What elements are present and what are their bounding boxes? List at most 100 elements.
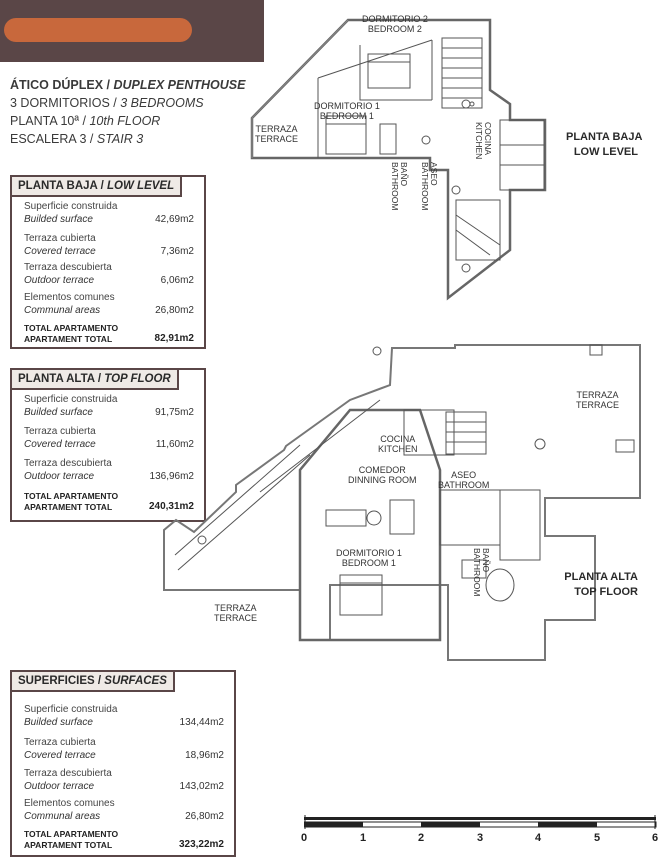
label-en: BEDROOM 1	[319, 111, 374, 121]
label-en: KITCHEN	[378, 444, 418, 454]
row-label-es: Elementos comunes	[24, 798, 115, 809]
row-value: 26,80m2	[185, 811, 224, 822]
unit-floor: PLANTA 10ª / 10th FLOOR	[10, 112, 245, 130]
low-level-table-header: PLANTA BAJA / LOW LEVEL	[10, 175, 183, 197]
total-value: 323,22m2	[178, 839, 224, 850]
redacted-logo	[4, 18, 192, 42]
total-label-en: APARTAMENT TOTAL	[24, 334, 113, 344]
label-es: BAÑO	[399, 162, 409, 187]
row-label-es: Terraza cubierta	[24, 233, 96, 244]
level-es: PLANTA BAJA	[566, 131, 643, 143]
total-label-es: TOTAL APARTAMENTO	[24, 491, 119, 501]
label-es: COMEDOR	[358, 465, 406, 475]
row-label-en: Communal areas	[24, 305, 101, 316]
row-value: 6,06m2	[160, 275, 194, 286]
label-es: ASEO	[451, 470, 477, 480]
level-en: LOW LEVEL	[573, 146, 638, 158]
label-es: DORMITORIO 2	[362, 14, 428, 24]
label-es: COCINA	[380, 434, 416, 444]
row-label-en: Outdoor terrace	[24, 275, 95, 286]
row-value: 42,69m2	[155, 214, 194, 225]
total-value: 240,31m2	[148, 501, 194, 512]
row-label-en: Builded surface	[24, 717, 93, 728]
row-value: 7,36m2	[160, 246, 194, 257]
label-en: TERRACE	[576, 400, 620, 410]
label-en: BATHROOM	[420, 162, 430, 211]
label-es: DORMITORIO 1	[336, 548, 402, 558]
row-label-en: Outdoor terrace	[24, 471, 95, 482]
row-value: 91,75m2	[155, 407, 194, 418]
row-label-en: Communal areas	[24, 811, 101, 822]
row-label-es: Terraza descubierta	[24, 768, 112, 779]
row-label-es: Terraza descubierta	[24, 262, 112, 273]
row-label-en: Covered terrace	[24, 750, 96, 761]
label-en: BEDROOM 2	[367, 24, 422, 34]
label-en: DINNING ROOM	[348, 475, 417, 485]
unit-type-en: DUPLEX PENTHOUSE	[113, 78, 246, 92]
low-level-plan	[250, 18, 547, 301]
scale-tick-6: 6	[651, 832, 659, 844]
low-title-es: PLANTA BAJA /	[18, 180, 104, 192]
top-title-es: PLANTA ALTA /	[18, 373, 102, 385]
row-label-es: Superficie construida	[24, 394, 118, 405]
scale-tick-0: 0	[300, 832, 308, 844]
floor-en: 10th FLOOR	[89, 114, 161, 128]
stair-es: ESCALERA 3 /	[10, 132, 94, 146]
row-value: 18,96m2	[185, 750, 224, 761]
row-label-en: Outdoor terrace	[24, 781, 95, 792]
unit-type-es: ÁTICO DÚPLEX /	[10, 78, 111, 92]
top-floor-plan	[163, 344, 641, 661]
label-es: ASEO	[429, 162, 439, 186]
total-label-en: APARTAMENT TOTAL	[24, 502, 113, 512]
total-value: 82,91m2	[154, 333, 194, 344]
row-label-es: Terraza cubierta	[24, 737, 96, 748]
level-es: PLANTA ALTA	[564, 571, 638, 583]
floor-es: PLANTA 10ª /	[10, 114, 86, 128]
bedrooms-es: 3 DORMITORIOS /	[10, 96, 117, 110]
row-value: 26,80m2	[155, 305, 194, 316]
row-label-es: Superficie construida	[24, 704, 118, 715]
row-label-es: Terraza cubierta	[24, 426, 96, 437]
brand-logo-block	[0, 0, 264, 62]
label-en: BATHROOM	[390, 162, 400, 211]
scale-tick-4: 4	[534, 832, 542, 844]
row-value: 143,02m2	[179, 781, 224, 792]
total-label-en: APARTAMENT TOTAL	[24, 840, 113, 850]
surfaces-title-es: SUPERFICIES /	[18, 675, 102, 687]
top-floor-surface-table: PLANTA ALTA / TOP FLOOR Superficie const…	[10, 368, 206, 522]
label-es: BAÑO	[481, 548, 491, 573]
stair-en: STAIR 3	[96, 132, 144, 146]
row-label-es: Elementos comunes	[24, 292, 115, 303]
scale-tick-1: 1	[359, 832, 367, 844]
total-label-es: TOTAL APARTAMENTO	[24, 323, 119, 333]
low-title-en: LOW LEVEL	[107, 180, 175, 192]
total-surfaces-table: SUPERFICIES / SURFACES Superficie constr…	[10, 670, 236, 857]
label-en: BEDROOM 1	[341, 558, 396, 568]
scale-tick-2: 2	[417, 832, 425, 844]
label-es: TERRAZA	[214, 603, 257, 613]
